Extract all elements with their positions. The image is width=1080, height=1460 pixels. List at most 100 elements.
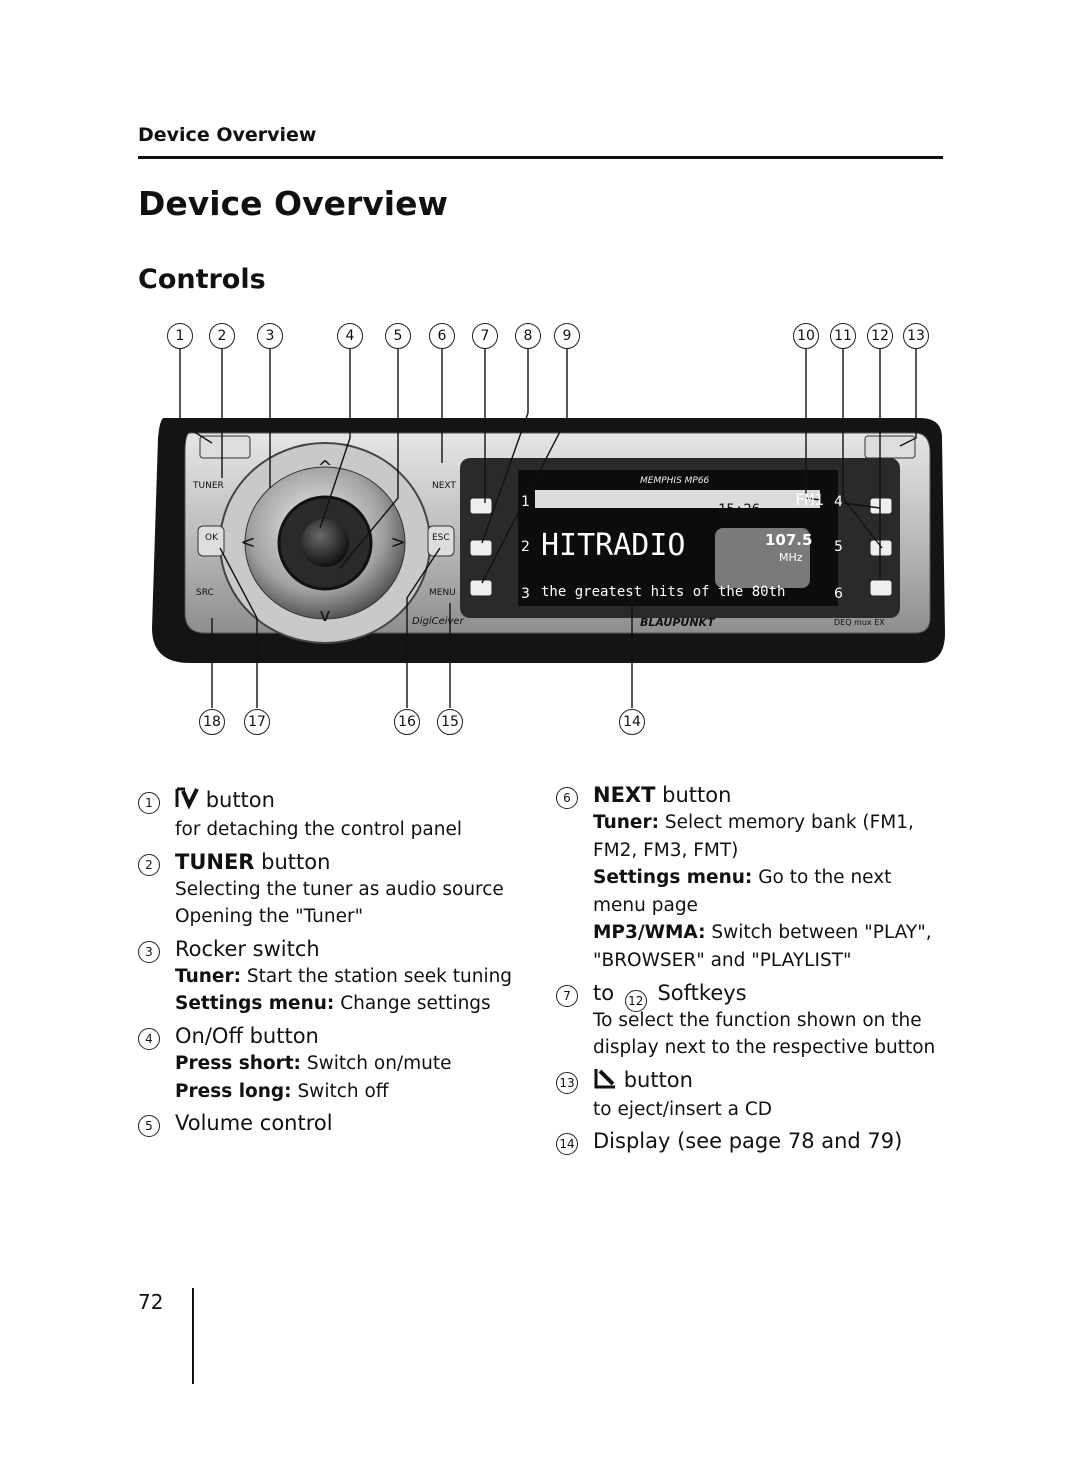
item-desc: for detaching the control panel — [175, 819, 462, 840]
callout-8: 8 — [515, 323, 541, 349]
callout-6: 6 — [429, 323, 455, 349]
svg-text:^: ^ — [317, 457, 332, 478]
item-desc: Settings menu: Go to the next menu page — [593, 867, 892, 916]
callout-7: 7 — [472, 323, 498, 349]
esc-button — [427, 525, 455, 557]
display-preset-1: 1 — [521, 494, 530, 510]
right-column: 6 NEXT button Tuner: Select memory bank … — [556, 781, 946, 1156]
callout-15: 15 — [437, 709, 463, 735]
item-number: 3 — [138, 940, 160, 963]
display-radiotext: the greatest hits of the 80th — [541, 584, 786, 600]
item-4: 4 On/Off button Press short: Switch on/m… — [138, 1022, 518, 1105]
display-unit: MHz — [779, 551, 803, 564]
cd-graphic — [715, 528, 810, 588]
callout-3: 3 — [257, 323, 283, 349]
display-frequency: 107.5 — [765, 531, 813, 549]
device-label-next: NEXT — [432, 481, 456, 491]
display-clock: 15:26 — [718, 502, 761, 518]
detach-icon — [175, 787, 199, 816]
callout-1: 1 — [167, 323, 193, 349]
item-number: 5 — [138, 1115, 160, 1138]
softkey-4 — [869, 497, 893, 515]
item-desc: To select the function shown on the disp… — [593, 1009, 936, 1059]
item-number: 7 — [556, 984, 578, 1007]
softkey-5 — [869, 539, 893, 557]
device-label-brand: BLAUPUNKT — [640, 616, 715, 629]
display-station: HITRADIO — [541, 528, 686, 563]
display-preset-6: 6 — [834, 586, 843, 602]
softkey-3 — [469, 579, 493, 597]
callout-13: 13 — [903, 323, 929, 349]
running-header: Device Overview — [138, 124, 317, 146]
item-title: TUNER button — [175, 849, 331, 874]
item-title: button — [175, 786, 518, 816]
display-band: FM1 — [795, 490, 824, 509]
callout-11: 11 — [830, 323, 856, 349]
item-desc: Settings menu: Change settings — [175, 993, 491, 1015]
item-desc: to eject/insert a CD — [593, 1098, 773, 1120]
item-number: 2 — [138, 853, 160, 876]
callout-14: 14 — [619, 709, 645, 735]
device-label-digi: DigiCeiver — [412, 616, 464, 627]
display-preset-5: 5 — [834, 539, 843, 555]
svg-text:<: < — [240, 532, 255, 553]
device-label-model: MEMPHIS MP66 — [640, 476, 710, 486]
device-label-esc: ESC — [432, 533, 450, 543]
item-desc: Press long: Switch off — [175, 1080, 389, 1102]
eject-icon — [593, 1067, 617, 1096]
device-label-src: SRC — [196, 588, 214, 598]
svg-text:v: v — [320, 605, 331, 626]
callout-17: 17 — [244, 709, 270, 735]
leader-lines — [179, 348, 917, 708]
item-13: 13 button to eject/insert a CD — [556, 1066, 946, 1124]
item-desc: Tuner: Start the station seek tuning — [175, 965, 513, 987]
page-rule — [192, 1288, 194, 1384]
svg-text:>: > — [390, 532, 405, 553]
item-2: 2 TUNER button Selecting the tuner as au… — [138, 848, 518, 931]
callout-18: 18 — [199, 709, 225, 735]
page-title: Device Overview — [138, 184, 448, 223]
item-5: 5 Volume control — [138, 1109, 518, 1138]
callout-16: 16 — [394, 709, 420, 735]
device-illustration: ^ v < > — [152, 348, 945, 708]
item-number: 14 — [556, 1133, 578, 1156]
section-title: Controls — [138, 264, 266, 295]
callout-10: 10 — [793, 323, 819, 349]
item-desc: Press short: Switch on/mute — [175, 1052, 452, 1074]
callout-4: 4 — [337, 323, 363, 349]
display-preset-3: 3 — [521, 586, 530, 602]
inline-number: 12 — [624, 989, 647, 1012]
item-1: 1 button for detaching the control panel — [138, 786, 518, 844]
softkey-2 — [469, 539, 493, 557]
header-rule — [138, 156, 943, 159]
softkey-1 — [469, 497, 493, 515]
device-label-ok: OK — [205, 533, 218, 543]
callout-5: 5 — [385, 323, 411, 349]
item-desc: Opening the "Tuner" — [175, 906, 364, 928]
item-number: 1 — [138, 792, 160, 814]
item-number: 4 — [138, 1027, 160, 1050]
item-7: 7 to 12 Softkeys To select the function … — [556, 979, 946, 1062]
device-label-menu: MENU — [429, 588, 456, 598]
item-title: Display (see page 78 and 79) — [593, 1129, 903, 1154]
ok-button — [197, 525, 225, 557]
item-desc: Tuner: Select memory bank (FM1, FM2, FM3… — [593, 812, 914, 861]
page-number: 72 — [138, 1290, 164, 1314]
item-6: 6 NEXT button Tuner: Select memory bank … — [556, 781, 946, 975]
item-title: button — [593, 1066, 946, 1096]
softkey-6 — [869, 579, 893, 597]
display-preset-2: 2 — [521, 539, 530, 555]
item-desc: MP3/WMA: Switch between "PLAY", "BROWSER… — [593, 922, 932, 971]
eject-button — [864, 435, 916, 459]
power-button — [301, 519, 349, 567]
item-number: 13 — [556, 1071, 578, 1094]
item-desc: Selecting the tuner as audio source — [175, 878, 504, 900]
left-column: 1 button for detaching the control panel… — [138, 786, 518, 1138]
callout-9: 9 — [554, 323, 580, 349]
item-14: 14 Display (see page 78 and 79) — [556, 1127, 946, 1156]
item-title: Rocker switch — [175, 936, 320, 961]
item-number: 6 — [556, 787, 578, 809]
item-title: NEXT button — [593, 783, 732, 807]
item-title: Volume control — [175, 1111, 333, 1136]
callout-12: 12 — [867, 323, 893, 349]
